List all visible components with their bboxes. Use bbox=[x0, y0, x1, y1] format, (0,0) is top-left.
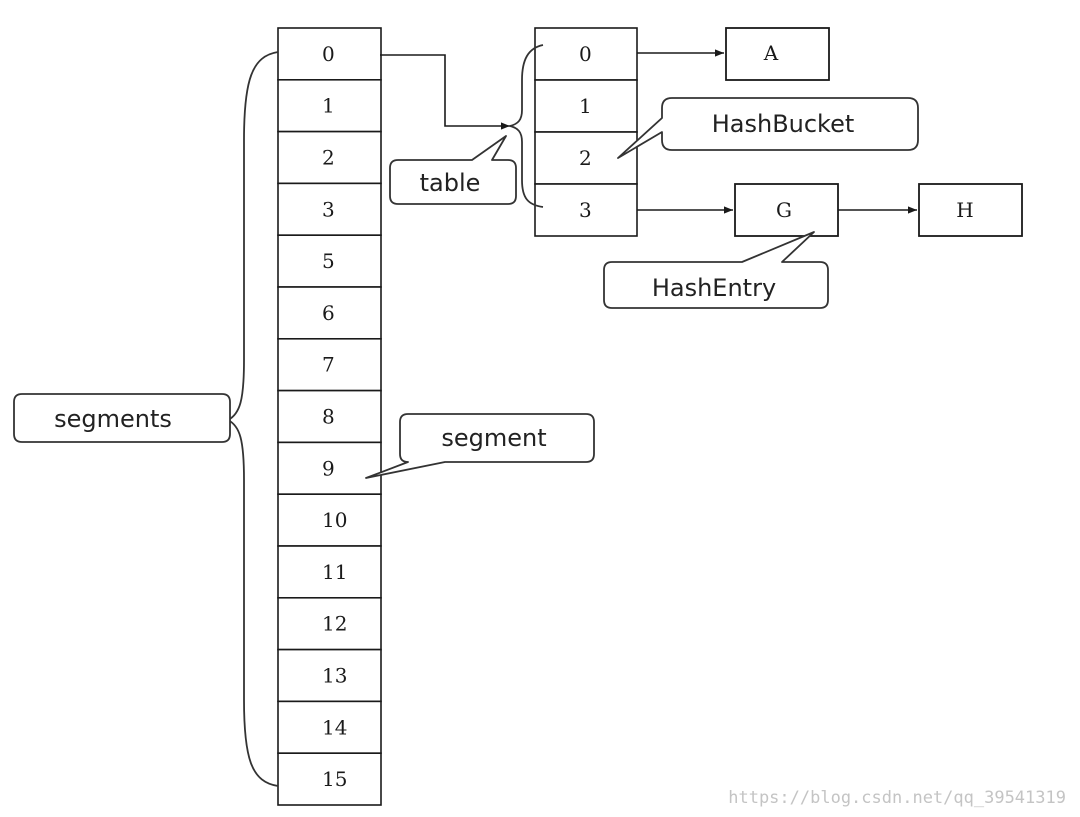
segment-cell-index: 2 bbox=[322, 146, 335, 170]
table-callout: table bbox=[389, 135, 517, 205]
segments-callout: segments bbox=[13, 393, 231, 443]
node-h: H bbox=[918, 183, 1023, 237]
segment-cell-index: 3 bbox=[322, 197, 335, 221]
segment-cell-index: 12 bbox=[322, 612, 347, 636]
segment-cell bbox=[277, 493, 382, 547]
node-a-label: A bbox=[763, 41, 779, 65]
table-callout-label: table bbox=[420, 169, 481, 197]
hashentry-callout-label: HashEntry bbox=[652, 274, 776, 302]
bucket-cell bbox=[534, 27, 638, 81]
segment-cell bbox=[277, 752, 382, 806]
table-brace bbox=[509, 44, 544, 208]
node-g: G bbox=[734, 183, 839, 237]
segment-cell bbox=[277, 27, 382, 81]
segment-cell-index: 0 bbox=[322, 42, 335, 66]
segment-cell-index: 5 bbox=[322, 249, 335, 273]
bucket-cell bbox=[534, 183, 638, 237]
bucket-cell-index: 2 bbox=[579, 146, 592, 170]
segment-cell bbox=[277, 545, 382, 599]
segment-cell-index: 6 bbox=[322, 301, 335, 325]
segment-cell-index: 9 bbox=[322, 456, 335, 480]
segment-cell bbox=[277, 286, 382, 340]
table-array: 0 1 2 3 bbox=[534, 27, 638, 237]
segment-cell-index: 11 bbox=[322, 560, 347, 584]
segment-callout-label: segment bbox=[441, 424, 546, 452]
segment-cell bbox=[277, 182, 382, 236]
segment-cell bbox=[277, 700, 382, 755]
hashbucket-callout: HashBucket bbox=[617, 97, 919, 159]
segment-cell-index: 7 bbox=[322, 353, 335, 377]
bucket-cell-index: 0 bbox=[579, 42, 592, 66]
segment-cell bbox=[277, 389, 382, 444]
bucket-cell-index: 3 bbox=[579, 198, 592, 222]
segment-callout: segment bbox=[365, 413, 595, 479]
bucket-cell bbox=[534, 79, 638, 133]
segment-cell-index: 14 bbox=[322, 715, 347, 739]
segment-cell-index: 13 bbox=[322, 664, 347, 688]
bucket-cell-index: 1 bbox=[579, 94, 592, 118]
segments-callout-label: segments bbox=[54, 405, 172, 433]
bucket-cell bbox=[534, 131, 638, 185]
segment-to-table-arrow bbox=[380, 54, 510, 130]
segment-cell bbox=[277, 79, 382, 133]
hashentry-callout: HashEntry bbox=[603, 231, 829, 309]
node-h-label: H bbox=[956, 198, 973, 222]
segment-cell-index: 1 bbox=[322, 94, 335, 118]
segment-cell bbox=[277, 596, 382, 651]
segment-cell-index: 8 bbox=[322, 405, 335, 429]
segment-cell-index: 10 bbox=[322, 508, 347, 532]
segment-cell-index: 15 bbox=[322, 767, 347, 791]
watermark-text: https://blog.csdn.net/qq_39541319 bbox=[728, 788, 1066, 808]
node-a: A bbox=[725, 27, 830, 81]
segments-brace bbox=[225, 51, 279, 787]
hashbucket-callout-label: HashBucket bbox=[712, 110, 855, 138]
node-g-label: G bbox=[776, 198, 792, 222]
